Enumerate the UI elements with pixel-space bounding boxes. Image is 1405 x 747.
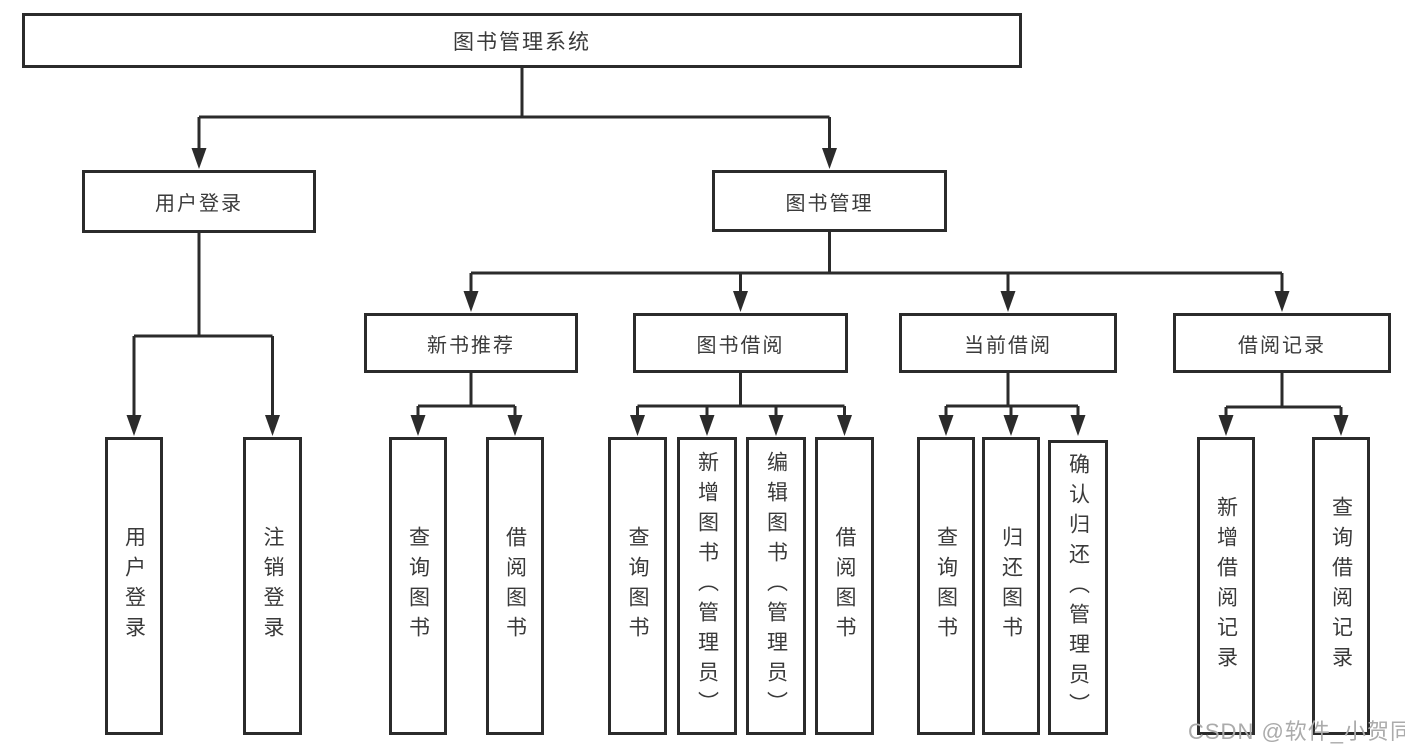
leaf-borrow-books: 借阅图书 [815, 437, 874, 735]
leaf-query-books-current-label: 查询图书 [934, 526, 958, 646]
leaf-confirm-return-admin: 确认归还（管理员） [1048, 440, 1108, 735]
leaf-edit-book-admin: 编辑图书（管理员） [746, 437, 806, 735]
node-user-login-label: 用户登录 [155, 193, 243, 215]
arrowhead-icons [126, 148, 1349, 436]
leaf-query-books-current: 查询图书 [917, 437, 975, 735]
connector-root [197, 68, 831, 152]
node-borrow-records-label: 借阅记录 [1238, 334, 1326, 357]
leaf-query-borrow-record: 查询借阅记录 [1312, 437, 1370, 735]
node-book-management-label: 图书管理 [785, 192, 874, 215]
connector-book-borrow [636, 373, 846, 419]
node-book-management: 图书管理 [712, 170, 947, 232]
leaf-query-books-recommend: 查询图书 [389, 437, 447, 735]
watermark: CSDN @软件_小贺同学 [1188, 719, 1405, 744]
leaf-edit-book-admin-label: 编辑图书（管理员） [764, 451, 788, 721]
leaf-add-book-admin: 新增图书（管理员） [677, 437, 737, 735]
leaf-query-borrow-record-label: 查询借阅记录 [1329, 496, 1353, 676]
leaf-query-books-recommend-label: 查询图书 [406, 526, 430, 646]
node-book-borrow-label: 图书借阅 [696, 334, 785, 357]
node-book-borrow: 图书借阅 [633, 313, 848, 373]
connector-current-borrow [944, 373, 1080, 419]
leaf-query-books-borrow-label: 查询图书 [626, 526, 649, 646]
connector-book-mgmt [469, 232, 1284, 295]
node-new-book-recommend-label: 新书推荐 [427, 334, 515, 357]
leaf-borrow-books-recommend: 借阅图书 [486, 437, 544, 735]
leaf-query-books-borrow: 查询图书 [608, 437, 667, 735]
leaf-user-login-label: 用户登录 [122, 526, 146, 646]
leaf-return-book-label: 归还图书 [999, 526, 1023, 646]
leaf-logout: 注销登录 [243, 437, 302, 735]
leaf-confirm-return-admin-label: 确认归还（管理员） [1066, 452, 1090, 723]
leaf-borrow-books-recommend-label: 借阅图书 [503, 526, 527, 646]
leaf-borrow-books-label: 借阅图书 [833, 526, 856, 646]
leaf-return-book: 归还图书 [982, 437, 1040, 735]
connector-user-login [132, 233, 274, 419]
node-new-book-recommend: 新书推荐 [364, 313, 578, 373]
node-current-borrow-label: 当前借阅 [964, 334, 1052, 357]
connector-new-book-recommend [416, 373, 517, 419]
leaf-add-book-admin-label: 新增图书（管理员） [695, 451, 719, 721]
leaf-add-borrow-record-label: 新增借阅记录 [1214, 496, 1238, 676]
leaf-add-borrow-record: 新增借阅记录 [1197, 437, 1255, 735]
node-borrow-records: 借阅记录 [1173, 313, 1391, 373]
node-root: 图书管理系统 [22, 13, 1022, 68]
connector-borrow-records [1224, 373, 1343, 419]
leaf-user-login: 用户登录 [105, 437, 163, 735]
node-root-label: 图书管理系统 [453, 30, 591, 54]
leaf-logout-label: 注销登录 [261, 526, 284, 646]
node-user-login: 用户登录 [82, 170, 316, 233]
node-current-borrow: 当前借阅 [899, 313, 1117, 373]
